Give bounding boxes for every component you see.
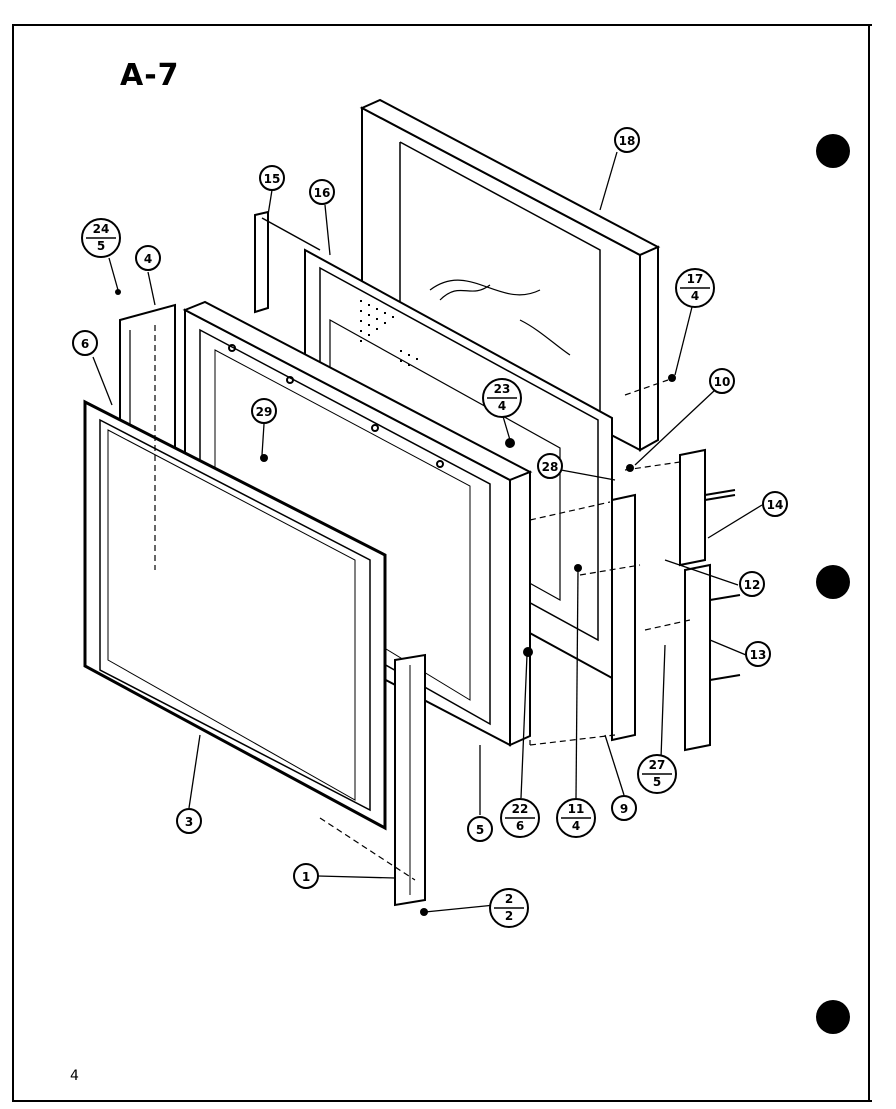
callout-5-label: 5 [476, 823, 484, 837]
callout-15: 15 [259, 165, 285, 191]
callout-22-6-bottom: 6 [516, 819, 524, 833]
callout-16: 16 [309, 179, 335, 205]
part-9-hinge-rail [611, 493, 636, 742]
binder-hole-middle [816, 565, 850, 599]
part-13-hinge-plate [684, 563, 741, 752]
callout-18: 18 [614, 127, 640, 153]
callout-10: 10 [709, 368, 735, 394]
part-18-glass-panel [359, 98, 661, 452]
callout-27-5-bottom: 5 [653, 775, 661, 789]
callout-15-label: 15 [264, 172, 281, 186]
page-border-right [868, 24, 870, 1102]
callout-16-label: 16 [314, 186, 331, 200]
assembly-guidelines [154, 325, 691, 881]
callout-11-4: 11 4 [556, 798, 596, 838]
callout-17-4: 17 4 [675, 268, 715, 308]
callout-29: 29 [251, 398, 277, 424]
callout-10-label: 10 [714, 375, 731, 389]
callout-1-label: 1 [302, 870, 310, 884]
callout-2-2-bottom: 2 [505, 909, 513, 923]
callout-14-label: 14 [767, 498, 784, 512]
callout-27-5: 27 5 [637, 754, 677, 794]
part-15-top-trim [254, 210, 321, 314]
callout-9-label: 9 [620, 802, 628, 816]
callout-5: 5 [467, 816, 493, 842]
callout-2-2-top: 2 [505, 892, 513, 906]
callout-18-label: 18 [619, 134, 636, 148]
screen-perforation [360, 300, 418, 366]
callout-24-5-top: 24 [93, 222, 110, 236]
callout-3-label: 3 [185, 815, 193, 829]
part-14-hinge-plate [679, 448, 736, 567]
callout-22-6: 22 6 [500, 798, 540, 838]
diagram-title: A-7 [120, 58, 180, 93]
callout-17-4-bottom: 4 [691, 289, 699, 303]
binder-hole-bottom [816, 1000, 850, 1034]
callout-13-label: 13 [750, 648, 767, 662]
callout-27-5-top: 27 [649, 758, 666, 772]
callout-1: 1 [293, 863, 319, 889]
callout-13: 13 [745, 641, 771, 667]
page-border [12, 24, 872, 1102]
callout-29-label: 29 [256, 405, 273, 419]
callout-23-4: 23 4 [482, 378, 522, 418]
callout-14: 14 [762, 491, 788, 517]
callout-6-label: 6 [81, 337, 89, 351]
part-1-handle [394, 653, 426, 907]
callout-23-4-bottom: 4 [498, 399, 506, 413]
part-3-outer-frame [83, 399, 387, 831]
binder-hole-top [816, 134, 850, 168]
callout-28: 28 [537, 453, 563, 479]
callout-22-6-top: 22 [512, 802, 529, 816]
callout-4-label: 4 [144, 252, 152, 266]
page-number: 4 [70, 1068, 79, 1084]
callout-3: 3 [176, 808, 202, 834]
callout-11-4-top: 11 [568, 802, 585, 816]
callout-28-label: 28 [542, 460, 559, 474]
callout-12: 12 [739, 571, 765, 597]
callout-6: 6 [72, 330, 98, 356]
fasteners [115, 289, 676, 916]
callout-24-5-bottom: 5 [97, 239, 105, 253]
callout-12-label: 12 [744, 578, 761, 592]
callout-4: 4 [135, 245, 161, 271]
callout-17-4-top: 17 [687, 272, 704, 286]
callout-9: 9 [611, 795, 637, 821]
callout-2-2: 2 2 [489, 888, 529, 928]
callout-24-5: 24 5 [81, 218, 121, 258]
callout-11-4-bottom: 4 [572, 819, 580, 833]
callout-23-4-top: 23 [494, 382, 511, 396]
